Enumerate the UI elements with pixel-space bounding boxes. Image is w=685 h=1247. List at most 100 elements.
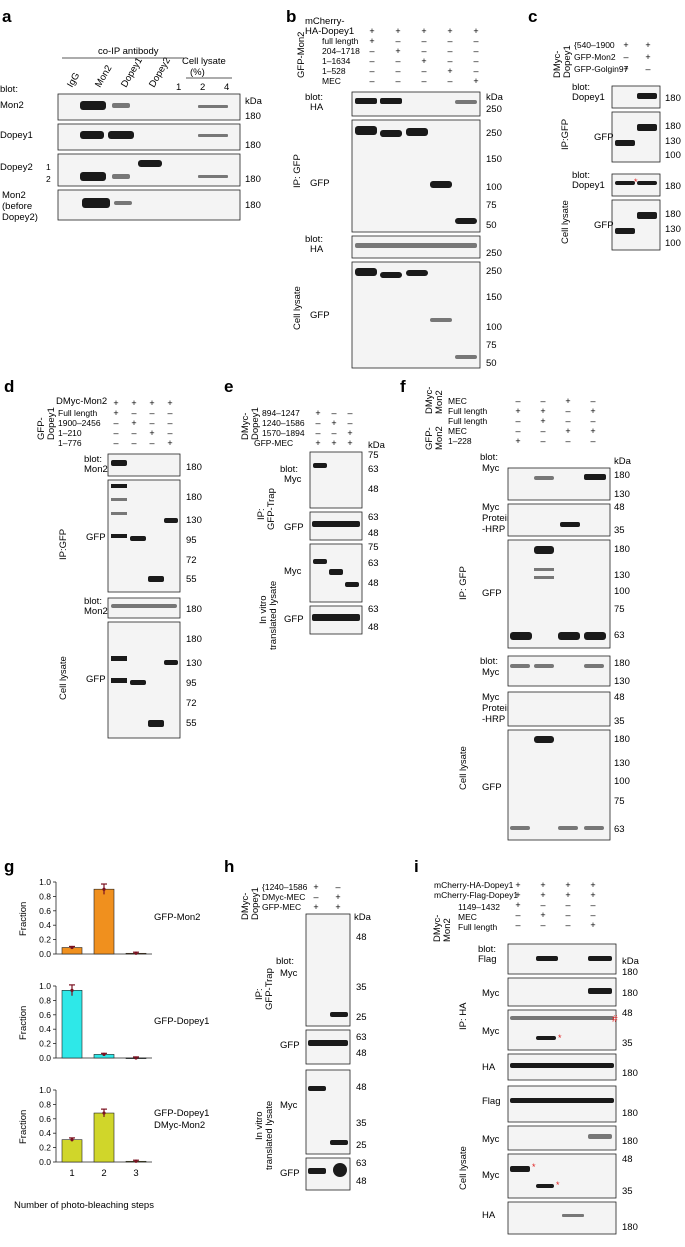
panel-h-gfp: GFP [280, 1040, 300, 1051]
panel-e-cond-3: 1570–1894 [262, 428, 305, 438]
panel-f-mi-5: 180 [614, 544, 630, 555]
panel-c-mb-4: 100 [665, 238, 681, 249]
panel-b-ip-marker-5: 75 [486, 200, 497, 211]
panel-e-lys-2: translated lysate [268, 581, 279, 650]
panel-i-myc-2: Myc [482, 1026, 500, 1037]
panel-i-flag: Flag [478, 954, 496, 965]
panel-h-m-8: 25 [356, 1140, 367, 1151]
panel-a-row-1-label: Mon2 [0, 100, 24, 111]
panel-a-row-1-mw: 180 [245, 111, 261, 122]
panel-i-sign: – [515, 920, 520, 930]
panel-a-blot-label: blot: [0, 84, 18, 95]
panel-h-m-4: 63 [356, 1032, 367, 1043]
data-point [70, 1138, 74, 1142]
data-point [102, 887, 106, 891]
panel-e-sign: + [347, 438, 352, 448]
panel-e-gfp-2: GFP [284, 614, 304, 625]
panel-b-ly-marker-6: 50 [486, 358, 497, 369]
panel-e-m-2: 63 [368, 464, 379, 475]
panel-b-cond-1: full length [322, 36, 359, 46]
panel-e-myc: Myc [284, 474, 302, 485]
y-tick-label: 0.8 [39, 995, 51, 1005]
panel-i-m-3: 48 [622, 1008, 633, 1019]
panel-b-ip-marker-3: 150 [486, 154, 502, 165]
series-label: GFP-Dopey1 [154, 1016, 209, 1027]
panel-h-gfp-2: GFP [280, 1168, 300, 1179]
panel-e-cond-2: 1240–1586 [262, 418, 305, 428]
panel-f-sign: – [590, 416, 595, 426]
panel-d-ip: IP:GFP [58, 529, 69, 560]
panel-h-m-9: 63 [356, 1158, 367, 1169]
data-point [134, 951, 138, 955]
panel-h-kda: kDa [354, 912, 372, 923]
y-tick-label: 0.6 [39, 1114, 51, 1124]
panel-b: b mCherry- HA-Dopey1 GFP-Mon2 full lengt… [286, 7, 504, 369]
y-tick-label: 0.0 [39, 949, 51, 959]
panel-d-sign: – [167, 428, 172, 438]
panel-f-myc-2: Myc [482, 502, 500, 513]
bar [61, 990, 83, 1059]
y-axis-label: Fraction [18, 902, 29, 936]
panel-b-ha-label-2: HA [310, 244, 324, 255]
panel-i-sign: + [540, 880, 545, 890]
panel-i-m-5: 180 [622, 1068, 638, 1079]
panel-i-m-8: 48 [622, 1154, 633, 1165]
panel-b-ip-label: IP: GFP [292, 154, 303, 188]
bar [93, 1112, 115, 1163]
panel-d-m-8: 180 [186, 634, 202, 645]
panel-d-letter: d [4, 377, 14, 396]
panel-d-mon2: Mon2 [84, 464, 108, 475]
panel-d-sign: + [131, 418, 136, 428]
panel-h-m-3: 25 [356, 1012, 367, 1023]
panel-d-blot: blot: [84, 454, 102, 465]
data-point [70, 945, 74, 950]
panel-d-mon2-2: Mon2 [84, 606, 108, 617]
panel-b-sign: + [421, 56, 426, 66]
panel-i-m-10: 180 [622, 1222, 638, 1233]
panel-i-sign: – [565, 920, 570, 930]
panel-h-ip-1: IP: [254, 988, 265, 1000]
panel-c-ip: IP:GFP [560, 119, 571, 150]
panel-b-ha-label: HA [310, 102, 324, 113]
series-label: GFP-Dopey1 [154, 1108, 209, 1119]
panel-e-m-6: 75 [368, 542, 379, 553]
panel-d-m-10: 95 [186, 678, 197, 689]
panel-i-myc: Myc [482, 988, 500, 999]
panel-a-lane-4: Dopey2 [147, 56, 173, 90]
panel-i-sign: + [565, 880, 570, 890]
svg-text:*: * [634, 177, 638, 187]
panel-c-mt-2: 180 [665, 121, 681, 132]
panel-f-sign: + [540, 406, 545, 416]
panel-b-sign: + [473, 76, 478, 86]
panel-f-cond-5: 1–228 [448, 436, 472, 446]
panel-b-header-1: mCherry- [305, 16, 345, 27]
panel-h-side-1: DMyc- [240, 893, 251, 920]
panel-b-sign: – [395, 76, 400, 86]
panel-b-sign: – [395, 66, 400, 76]
panel-e-ip-1: IP: [256, 508, 267, 520]
panel-b-sign: – [369, 66, 374, 76]
panel-a-lysate-label: Cell lysate [182, 56, 226, 67]
panel-e-m-4: 63 [368, 512, 379, 523]
series-label-2: DMyc-Mon2 [154, 1120, 205, 1131]
panel-b-signs: ++++++–––––+–––––+–––––+–––––+ [369, 26, 478, 86]
panel-e-m-3: 48 [368, 484, 379, 495]
panel-b-sign: – [421, 46, 426, 56]
panel-a-row-4-label-1: Mon2 [2, 190, 26, 201]
panel-i-sign: – [590, 910, 595, 920]
panel-f-ml-3: 48 [614, 692, 625, 703]
svg-text:*: * [532, 1162, 536, 1172]
panel-f-lysate: Cell lysate [458, 746, 469, 790]
panel-h-letter: h [224, 857, 234, 876]
panel-b-sign: – [421, 66, 426, 76]
panel-i-sign: – [565, 910, 570, 920]
panel-d: d DMyc-Mon2 GFP- Dopey1 Full length 1900… [4, 377, 202, 739]
panel-h-m-10: 48 [356, 1176, 367, 1187]
panel-d-sign: – [167, 408, 172, 418]
panel-i-ha-2: HA [482, 1210, 496, 1221]
panel-f-gfp: GFP [482, 588, 502, 599]
panel-b-blot-label-2: blot: [305, 234, 323, 245]
panel-d-sign: + [167, 438, 172, 448]
panel-b-sign: – [369, 46, 374, 56]
panel-b-ly-marker-1: 250 [486, 248, 502, 259]
